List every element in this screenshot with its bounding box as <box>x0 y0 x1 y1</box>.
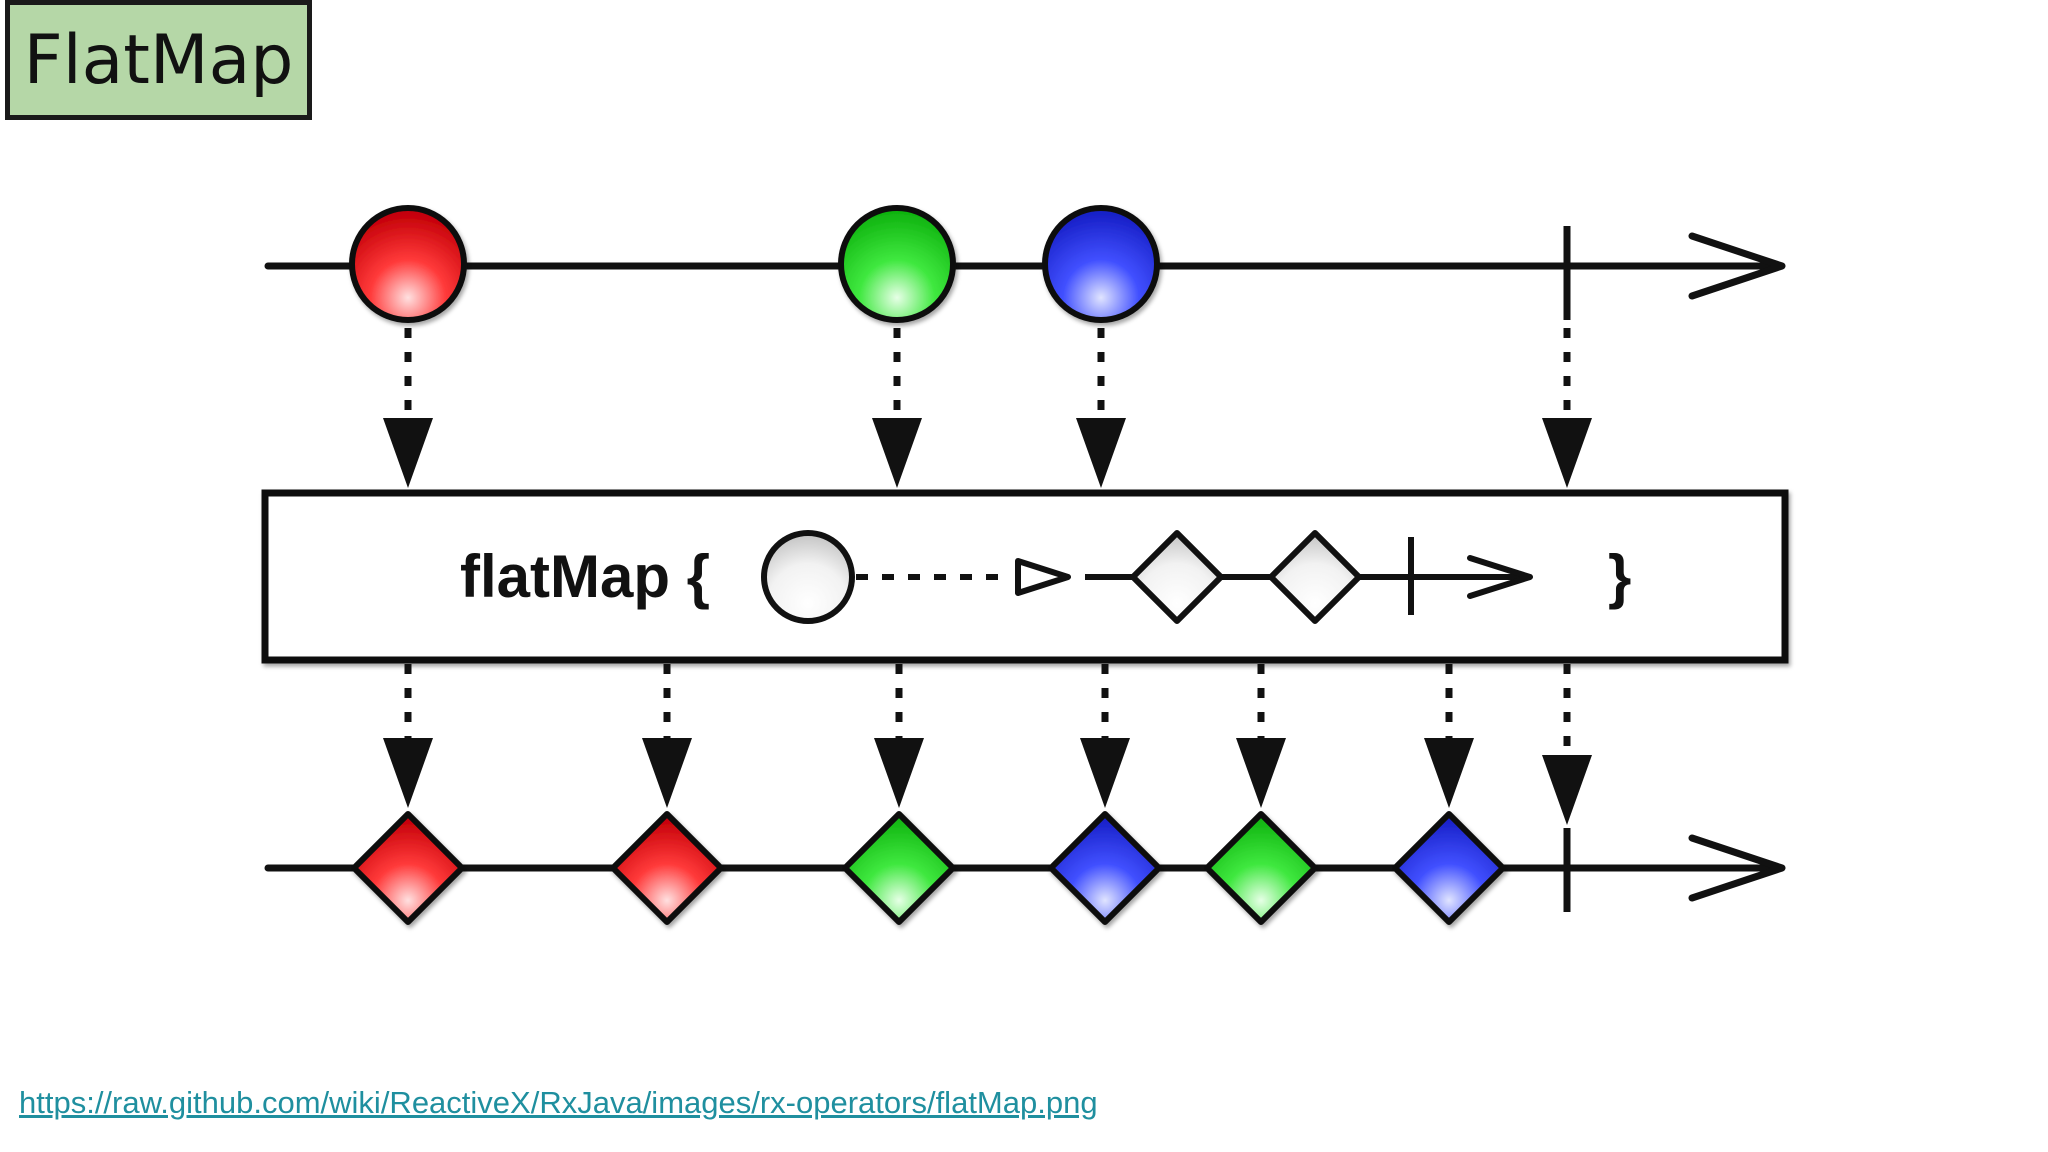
arrowhead <box>872 418 922 488</box>
operator-closing-brace: } <box>1608 543 1631 610</box>
output-diamond-red-1 <box>351 811 465 925</box>
arrowhead <box>1542 755 1592 825</box>
input-marble-red <box>349 205 467 323</box>
arrowhead <box>383 738 433 808</box>
inner-timeline-arrowhead <box>1467 555 1533 599</box>
arrowhead <box>874 738 924 808</box>
operator-hollow-arrowhead <box>1015 558 1071 596</box>
output-diamond-green-2 <box>1204 811 1318 925</box>
arrowhead <box>383 418 433 488</box>
output-diamond-green-1 <box>842 811 956 925</box>
arrowhead <box>1424 738 1474 808</box>
input-to-operator-arrows <box>383 328 1592 488</box>
operator-label: flatMap { <box>460 543 710 610</box>
inner-diamond-1 <box>1130 530 1224 624</box>
operator-to-output-arrows <box>383 664 1592 825</box>
output-diamond-red-2 <box>610 811 724 925</box>
operator-input-marble <box>761 530 855 624</box>
output-diamond-blue-2 <box>1392 811 1506 925</box>
arrowhead <box>1542 418 1592 488</box>
output-diamond-blue-1 <box>1048 811 1162 925</box>
input-marble-green <box>838 205 956 323</box>
arrowhead <box>1076 418 1126 488</box>
input-marble-blue <box>1042 205 1160 323</box>
output-timeline-arrowhead <box>1688 834 1786 902</box>
arrowhead <box>642 738 692 808</box>
slide-title: FlatMap <box>23 20 294 100</box>
source-link[interactable]: https://raw.github.com/wiki/ReactiveX/Rx… <box>19 1085 1098 1120</box>
slide-title-box: FlatMap <box>5 0 312 120</box>
inner-diamond-2 <box>1268 530 1362 624</box>
arrowhead <box>1080 738 1130 808</box>
input-timeline-arrowhead <box>1688 232 1786 300</box>
arrowhead <box>1236 738 1286 808</box>
